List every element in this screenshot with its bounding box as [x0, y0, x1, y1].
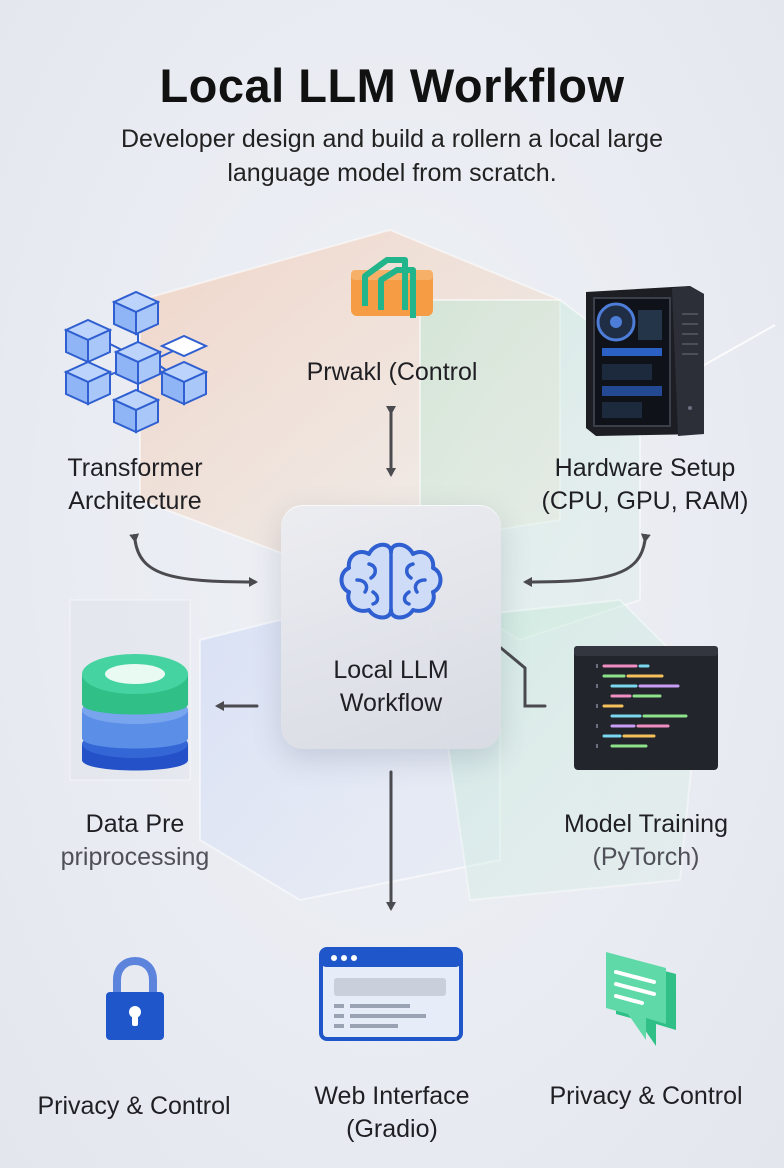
data-label-line-1: Data Pre — [85, 810, 185, 838]
top-node-label: Prwakl (Control — [306, 358, 478, 386]
brain-icon — [339, 542, 443, 620]
orange-box-icon — [351, 257, 433, 318]
hardware-label-line-2: (CPU, GPU, RAM) — [541, 487, 749, 515]
hardware-label-line-1: Hardware Setup — [554, 454, 736, 482]
subtitle-line-2: language model from scratch. — [227, 159, 557, 187]
page-title: Local LLM Workflow — [159, 59, 625, 112]
transformer-label: Transformer Architecture — [30, 452, 240, 518]
connector-training — [499, 646, 547, 708]
code-editor-icon — [574, 646, 718, 770]
privacy-left-label: Privacy & Control — [37, 1092, 231, 1120]
web-label: Web Interface (Gradio) — [272, 1080, 512, 1146]
transformer-label-line-2: Architecture — [68, 487, 202, 515]
transformer-label-line-1: Transformer — [67, 454, 203, 482]
web-label-line-1: Web Interface — [314, 1082, 470, 1110]
web-label-line-2: (Gradio) — [346, 1115, 438, 1143]
subtitle-line-1: Developer design and build a rollern a l… — [120, 125, 663, 153]
training-label-line-1: Model Training — [564, 810, 728, 838]
center-label-line-1: Local LLM — [333, 656, 449, 684]
padlock-icon — [106, 956, 164, 1040]
data-label: Data Pre priprocessing — [20, 808, 250, 874]
privacy-right-label: Privacy & Control — [549, 1082, 743, 1110]
training-label: Model Training (PyTorch) — [526, 808, 766, 874]
center-label-line-2: Workflow — [339, 689, 443, 717]
cube-network-icon — [63, 290, 209, 434]
hardware-label: Hardware Setup (CPU, GPU, RAM) — [520, 452, 770, 518]
cube-nodes — [63, 290, 209, 434]
arrow-hardware-center — [523, 533, 651, 587]
chat-bubble-icon — [606, 952, 676, 1046]
training-label-line-2: (PyTorch) — [592, 843, 700, 871]
data-label-line-2: priprocessing — [60, 843, 210, 871]
center-label: Local LLM Workflow — [281, 654, 501, 720]
database-icon — [82, 654, 188, 771]
center-workflow-card — [281, 505, 501, 749]
arrow-transformer-center — [129, 533, 258, 587]
pc-tower-icon — [586, 286, 704, 436]
page-subtitle: Developer design and build a rollern a l… — [60, 122, 724, 190]
browser-window-icon — [319, 947, 463, 1041]
